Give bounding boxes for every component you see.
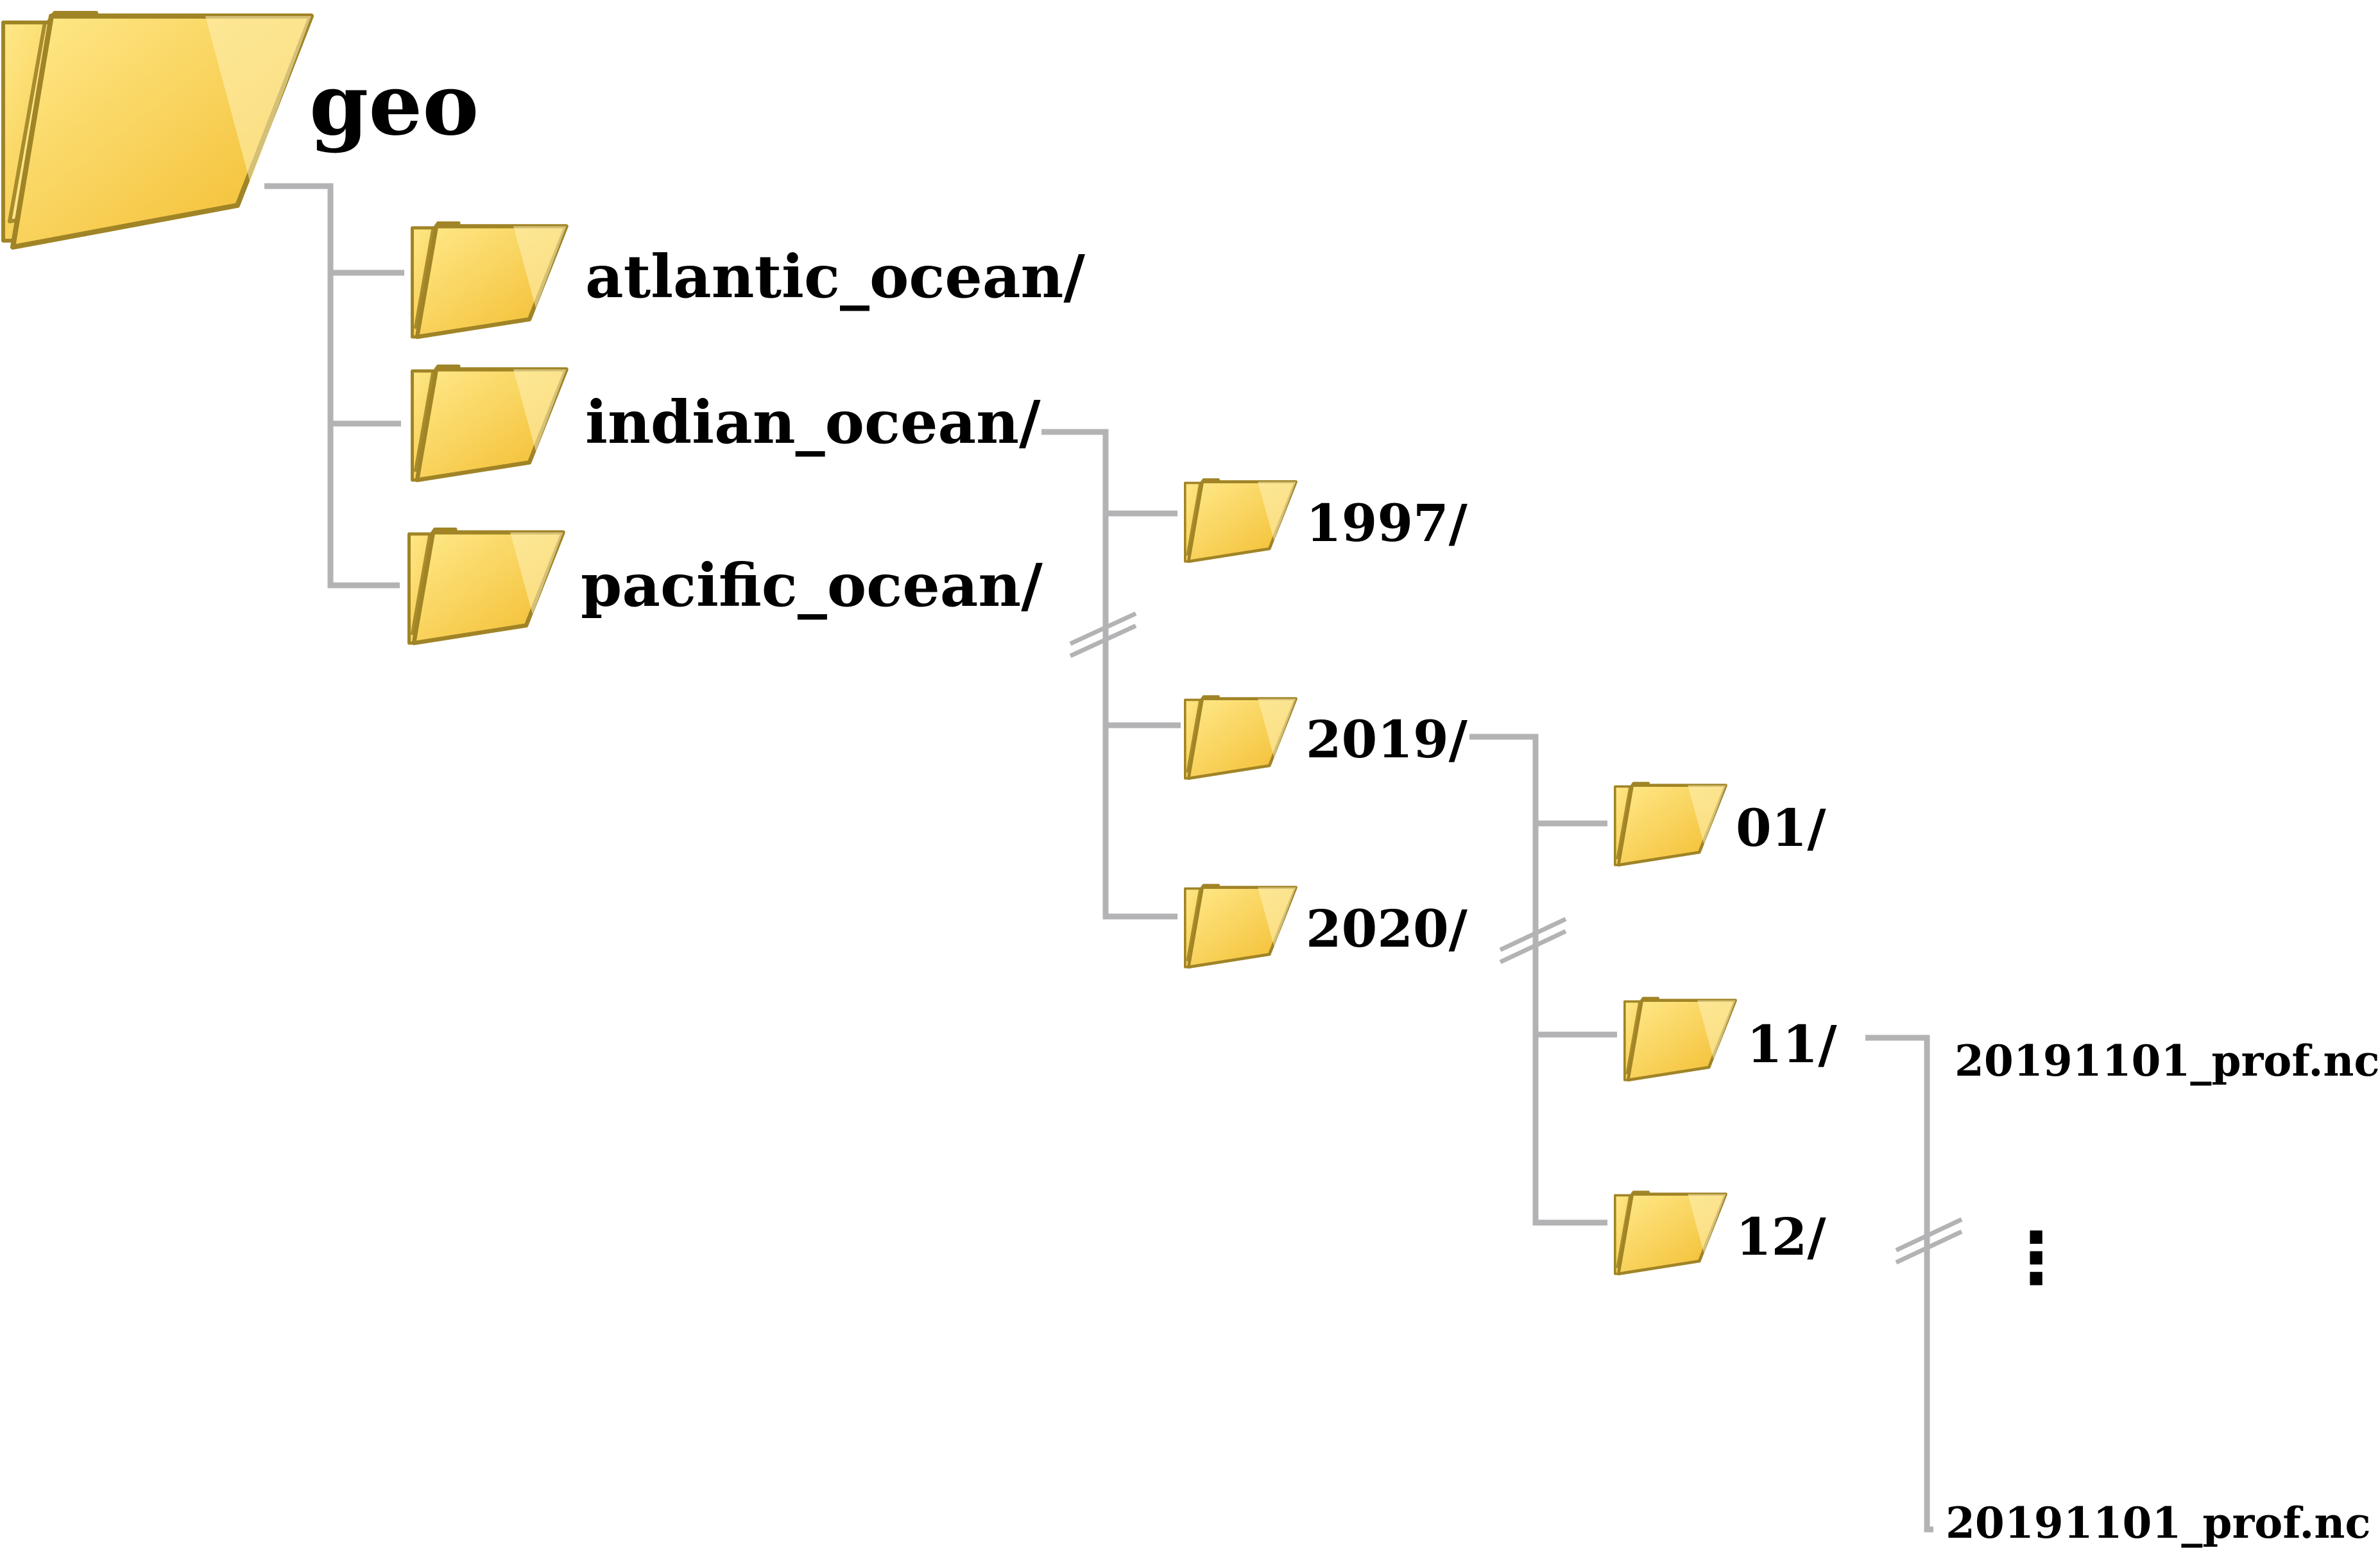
connector-indian-trunk <box>1041 429 1177 920</box>
folder-label-atlantic-ocean: atlantic_ocean/ <box>585 242 1086 311</box>
folder-icon <box>1184 884 1299 967</box>
break-mark-years <box>1069 611 1137 658</box>
folder-icon <box>411 365 571 480</box>
folder-icon <box>1614 1191 1729 1274</box>
connector-root <box>264 183 400 589</box>
file-label-bottom: 20191101_prof.nc <box>1946 1498 2371 1548</box>
file-label-top: 20191101_prof.nc <box>1955 1036 2380 1086</box>
folder-label-12: 12/ <box>1736 1207 1826 1267</box>
folder-label-2020: 2020/ <box>1306 899 1468 959</box>
folder-icon <box>407 528 568 643</box>
folder-icon <box>1614 782 1729 865</box>
connector-2019-trunk <box>1469 734 1607 1226</box>
vertical-ellipsis-icon: ⋮ <box>2001 1217 2071 1299</box>
connector-11-trunk <box>1865 1035 1933 1533</box>
folder-label-1997: 1997/ <box>1306 493 1468 553</box>
break-mark-files <box>1895 1217 1963 1265</box>
folder-icon <box>411 221 571 337</box>
folder-label-11: 11/ <box>1747 1014 1837 1074</box>
folder-icon <box>1623 997 1739 1080</box>
folder-label-root: geo <box>309 55 479 155</box>
folder-icon <box>1184 695 1299 778</box>
folder-label-2019: 2019/ <box>1306 709 1468 770</box>
folder-icon <box>1 11 314 250</box>
break-mark-months <box>1499 916 1567 965</box>
folder-label-01: 01/ <box>1736 798 1826 858</box>
folder-icon <box>1184 478 1299 562</box>
folder-label-indian-ocean: indian_ocean/ <box>585 388 1041 457</box>
folder-label-pacific-ocean: pacific_ocean/ <box>581 551 1043 620</box>
